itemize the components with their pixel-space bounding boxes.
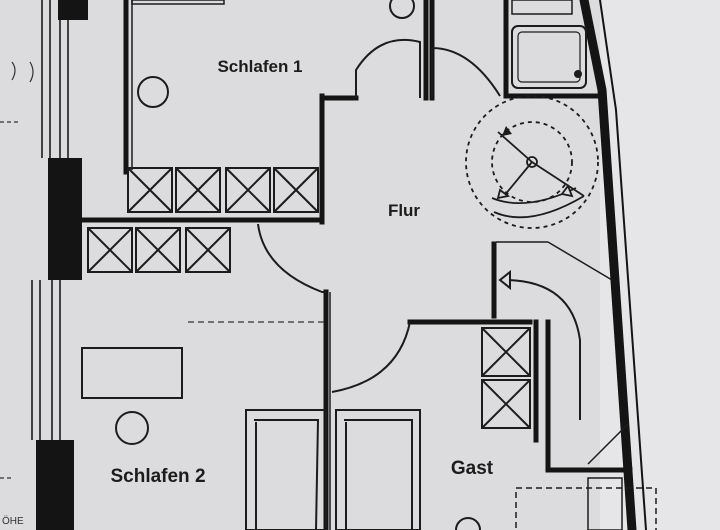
cabinet-box: [87, 227, 133, 273]
room-label-flur: Flur: [388, 201, 420, 220]
shower-tray: [511, 0, 587, 89]
cabinet-box: [481, 379, 531, 429]
desk-schlafen2: [81, 347, 183, 399]
room-label-gast: Gast: [451, 458, 494, 479]
cabinet-cross-line: [135, 227, 181, 273]
cabinet-box: [481, 327, 531, 377]
cabinet-column-gast: [481, 327, 531, 429]
cabinet-box: [225, 167, 271, 213]
edge-label-hoehe: ÖHE: [2, 515, 24, 527]
room-label-schlafen1: Schlafen 1: [217, 57, 302, 76]
cabinet-cross-line: [481, 379, 531, 429]
left-window-lines: [31, 0, 69, 440]
cabinet-box: [273, 167, 319, 213]
door-schlafen1: [355, 38, 421, 98]
lamp-circle-gast: [455, 517, 481, 530]
left-outside-marks: [0, 61, 34, 479]
paper-shade: [600, 0, 720, 530]
dashed-area-gast: [515, 487, 657, 530]
room-label-schlafen2: Schlafen 2: [110, 466, 205, 487]
bed-headboard-top: [131, 0, 225, 5]
doors: [257, 38, 501, 393]
bed-right: [335, 409, 421, 530]
cabinet-row-schlafen2: [87, 227, 231, 273]
cabinet-cross-line: [185, 227, 231, 273]
cabinet-box: [185, 227, 231, 273]
lamp-circle-schlafen1: [137, 76, 169, 108]
cabinet-box: [127, 167, 173, 213]
cabinet-cross-line: [87, 227, 133, 273]
outer-left-wall: [36, 0, 88, 530]
small-box-right: [587, 477, 623, 530]
cabinet-box: [175, 167, 221, 213]
door-bath: [431, 46, 501, 98]
cabinet-cross-line: [481, 327, 531, 377]
stair-arrow-gast: [498, 269, 581, 420]
outer-right-wall: [579, 0, 648, 530]
cabinet-cross-line: [225, 167, 271, 213]
cabinet-box: [135, 227, 181, 273]
door-gast: [331, 321, 411, 393]
bed-left: [245, 409, 327, 530]
lamp-circle-schlafen2: [115, 411, 149, 445]
cabinet-cross-line: [127, 167, 173, 213]
door-schlafen2: [257, 223, 326, 293]
spiral-staircase: [465, 95, 599, 229]
cabinet-row-schlafen1: [127, 167, 319, 213]
thin-lines: [131, 0, 629, 530]
lamp-circle-top: [389, 0, 415, 19]
cabinet-cross-line: [273, 167, 319, 213]
cabinet-cross-line: [175, 167, 221, 213]
